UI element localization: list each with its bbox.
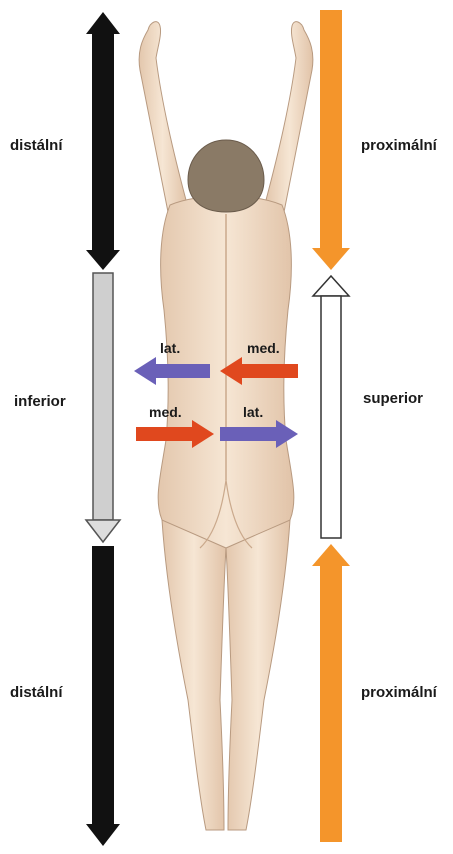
right-white-arrow-head-up: [313, 276, 349, 296]
right-top-orange-arrow-shaft: [320, 10, 342, 250]
right-white-arrow: [313, 276, 349, 538]
left-top-black-arrow-shaft: [92, 34, 114, 250]
right-bottom-orange-arrow-head-up: [312, 544, 350, 566]
label-inferior: inferior: [14, 393, 66, 410]
left-bottom-black-arrow: [86, 546, 120, 846]
label-proximal-top: proximální: [361, 137, 437, 154]
right-top-orange-arrow: [312, 10, 350, 270]
left-gray-arrow-head-down: [86, 520, 120, 542]
right-bottom-orange-arrow: [312, 544, 350, 842]
left-gray-arrow: [86, 273, 120, 542]
right-bottom-orange-arrow-shaft: [320, 566, 342, 842]
label-distal-bottom: distální: [10, 684, 63, 701]
left-bottom-black-arrow-shaft: [92, 546, 114, 824]
label-lat-top: lat.: [160, 340, 180, 356]
label-proximal-bottom: proximální: [361, 684, 437, 701]
label-med-bottom: med.: [149, 404, 182, 420]
right-leg: [226, 520, 290, 830]
left-gray-arrow-shaft: [93, 273, 113, 520]
left-top-black-arrow-head-down: [86, 250, 120, 270]
right-top-orange-arrow-head-down: [312, 248, 350, 270]
right-arm: [266, 22, 313, 212]
left-arm: [139, 22, 186, 212]
label-med-top: med.: [247, 340, 280, 356]
left-top-black-arrow-head-up: [86, 12, 120, 34]
head-hair: [188, 140, 264, 212]
left-leg: [162, 520, 226, 830]
left-bottom-black-arrow-head-down: [86, 824, 120, 846]
label-superior: superior: [363, 390, 423, 407]
label-distal-top: distální: [10, 137, 63, 154]
right-white-arrow-shaft: [321, 296, 341, 538]
label-lat-bottom: lat.: [243, 404, 263, 420]
left-top-black-arrow: [86, 12, 120, 270]
